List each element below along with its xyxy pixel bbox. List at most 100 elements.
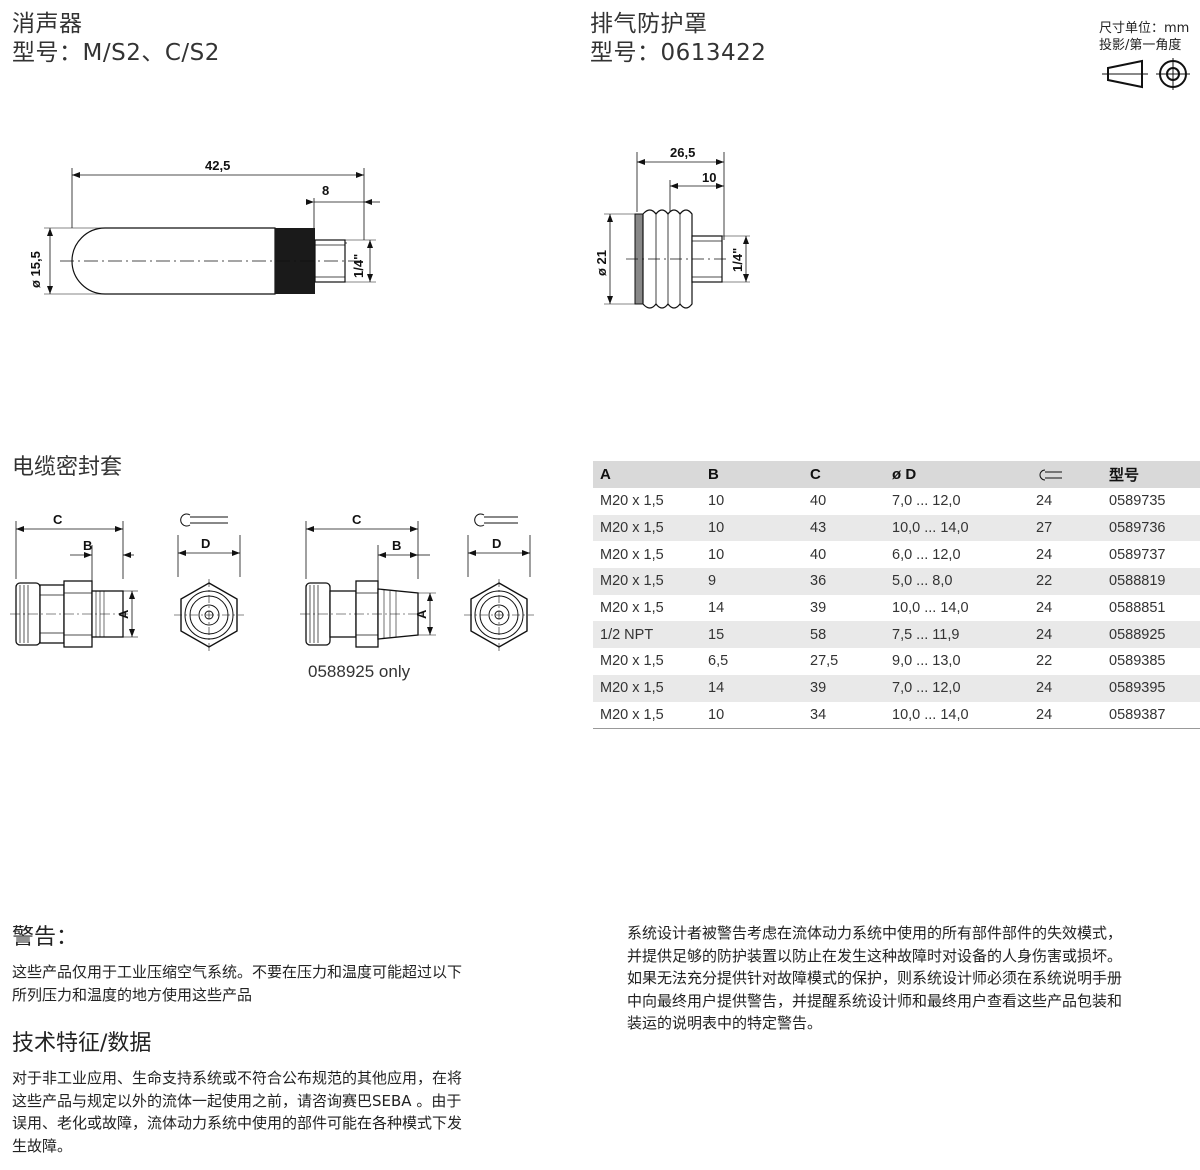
gland2-dim-d: D: [492, 536, 501, 551]
projection-label: 投影/第一角度: [1099, 38, 1182, 53]
cell-c: 36: [803, 568, 885, 595]
tech-line: 生故障。: [12, 1136, 73, 1155]
cell-model: 0589385: [1109, 653, 1166, 670]
cell-d: 10,0 ... 14,0: [885, 514, 1029, 542]
gland1-dim-b: B: [83, 538, 92, 553]
gland-note: 0588925 only: [308, 662, 411, 681]
gland-side-view-1: C B A: [10, 512, 138, 648]
cell-d: 7,0 ... 12,0: [892, 493, 961, 510]
tech-title: 技术特征/数据: [12, 1031, 152, 1056]
table-row: M20 x 1,5 10 40 6,0 ... 12,0 24 0589737: [593, 541, 1200, 568]
cell-b: 15: [701, 621, 803, 649]
cell-a: M20 x 1,5: [600, 600, 664, 617]
cell-c: 40: [810, 546, 827, 563]
muffler-drawing: 42,5 8 ø 15,5 1/4": [28, 158, 380, 295]
col-model-header: 型号: [1102, 461, 1200, 488]
cell-b: 10: [701, 514, 803, 542]
designer-note-line: 装运的说明表中的特定警告。: [627, 1014, 823, 1032]
cell-c: 40: [810, 493, 827, 510]
cell-wrench: 24: [1036, 493, 1053, 510]
cell-wrench: 22: [1029, 568, 1102, 595]
cell-model: 0589735: [1109, 493, 1166, 510]
cell-a: M20 x 1,5: [600, 653, 664, 670]
gland-title: 电缆密封套: [12, 455, 123, 480]
tech-line: 这些产品与规定以外的流体一起使用之前，请咨询赛巴SEBA 。由于: [12, 1091, 462, 1110]
cell-c: 39: [803, 674, 885, 702]
cell-model: 0588851: [1109, 600, 1166, 617]
cell-b: 14: [701, 674, 803, 702]
cell-b: 10: [708, 546, 725, 563]
cell-a: 1/2 NPT: [593, 621, 701, 649]
cell-d: 7,5 ... 11,9: [885, 621, 1029, 649]
cell-b: 6,5: [708, 653, 729, 670]
guard-thread-length-label: 10: [702, 170, 716, 185]
cell-model: 0589737: [1109, 546, 1166, 563]
cell-c: 39: [810, 600, 827, 617]
warning-line: 这些产品仅用于工业压缩空气系统。不要在压力和温度可能超过以下: [12, 963, 463, 981]
cell-c: 43: [803, 514, 885, 542]
designer-note-line: 如果无法充分提供针对故障模式的保护，则系统设计师必须在系统说明手册: [627, 969, 1123, 987]
cell-d: 6,0 ... 12,0: [892, 546, 961, 563]
muffler-thread-length-label: 8: [322, 183, 329, 198]
cell-wrench: 24: [1029, 621, 1102, 649]
muffler-length-label: 42,5: [205, 158, 230, 173]
cell-model: 0589736: [1102, 514, 1200, 542]
gland1-dim-d: D: [201, 536, 210, 551]
col-b-header: B: [701, 461, 803, 488]
gland2-dim-b: B: [392, 538, 401, 553]
cell-a: M20 x 1,5: [600, 493, 664, 510]
cell-d: 7,0 ... 12,0: [885, 674, 1029, 702]
units-label: 尺寸单位：mm: [1099, 21, 1190, 36]
cell-c: 58: [803, 621, 885, 649]
gland-end-view-2: D: [464, 513, 534, 651]
cell-c: 34: [803, 701, 885, 730]
cell-model: 0588819: [1102, 568, 1200, 595]
table-row: M20 x 1,5 10 40 7,0 ... 12,0 24 0589735: [593, 488, 1200, 515]
cell-b: 14: [708, 600, 725, 617]
col-a-header: A: [593, 461, 701, 488]
tech-line: 对于非工业应用、生命支持系统或不符合公布规范的其他应用，在将: [12, 1069, 463, 1087]
cell-a: M20 x 1,5: [593, 674, 701, 702]
cell-c: 27,5: [810, 653, 839, 670]
col-c-header: C: [803, 461, 885, 488]
cell-wrench: 24: [1036, 600, 1053, 617]
warning-line: 所列压力和温度的地方使用这些产品: [12, 985, 253, 1004]
designer-note-line: 系统设计者被警告考虑在流体动力系统中使用的所有部件部件的失效模式，: [627, 924, 1123, 942]
gland2-dim-a: A: [414, 609, 429, 619]
tech-text: 对于非工业应用、生命支持系统或不符合公布规范的其他应用，在将 这些产品与规定以外…: [12, 1067, 462, 1157]
guard-diameter-label: ø 21: [594, 250, 609, 276]
warning-title: 警告：: [12, 925, 79, 950]
table-row: M20 x 1,5 6,5 27,5 9,0 ... 13,0 22 0589385: [593, 648, 1200, 675]
cell-a: M20 x 1,5: [600, 546, 664, 563]
cell-model: 0589387: [1102, 701, 1200, 730]
cell-b: 9: [701, 568, 803, 595]
muffler-model: 型号：M/S2、C/S2: [12, 40, 220, 66]
cell-b: 10: [708, 493, 725, 510]
cell-wrench: 24: [1029, 674, 1102, 702]
cell-wrench: 27: [1029, 514, 1102, 542]
wrench-icon: [474, 513, 518, 527]
guard-thread-label: 1/4": [730, 248, 745, 272]
gland-end-view-1: D: [174, 513, 244, 651]
guard-model: 型号：0613422: [590, 40, 767, 66]
table-header-row: A B C ø D 型号: [593, 461, 1200, 488]
gland2-dim-c: C: [352, 512, 362, 527]
cell-wrench: 22: [1036, 653, 1053, 670]
cell-d: 9,0 ... 13,0: [892, 653, 961, 670]
guard-title: 排气防护罩: [590, 11, 708, 37]
first-angle-projection-icon: [1102, 58, 1190, 90]
cell-d: 10,0 ... 14,0: [892, 600, 969, 617]
col-wrench-header: [1029, 461, 1102, 488]
cell-b: 10: [701, 701, 803, 730]
col-d-header: ø D: [885, 461, 1029, 488]
cell-a: M20 x 1,5: [593, 701, 701, 730]
warning-text: 这些产品仅用于工业压缩空气系统。不要在压力和温度可能超过以下 所列压力和温度的地…: [12, 961, 462, 1006]
cell-wrench: 24: [1036, 546, 1053, 563]
muffler-diameter-label: ø 15,5: [28, 251, 43, 288]
